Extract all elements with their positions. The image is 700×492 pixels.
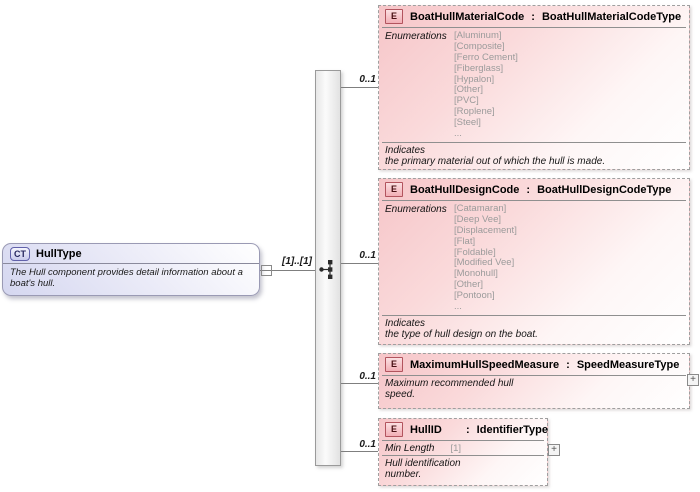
enumeration-value: [Pontoon]: [454, 290, 495, 302]
complex-type-name: HullType: [36, 248, 82, 260]
cardinality-label-element-3: 0..1: [359, 371, 376, 382]
colon-separator: :: [526, 183, 531, 196]
element-box-hullid[interactable]: E HullID : IdentifierType Min Length [1]…: [378, 418, 548, 486]
divider: [382, 455, 544, 456]
expand-toggle-identifier[interactable]: +: [548, 444, 560, 456]
enumerations-label: Enumerations: [385, 204, 447, 215]
sequence-icon: [319, 260, 333, 279]
minlength-facet: Min Length [1]: [379, 441, 547, 455]
element-title-row: E MaximumHullSpeedMeasure : SpeedMeasure…: [379, 354, 689, 375]
connector-line-element-2: [340, 263, 378, 264]
enumeration-value: [Flat]: [454, 235, 476, 247]
enumeration-value: [Foldable]: [454, 246, 496, 258]
element-type: BoatHullDesignCodeType: [537, 183, 672, 196]
annotation-line: Indicates: [385, 317, 426, 329]
complex-type-icon: CT: [10, 247, 30, 261]
annotation-line: the type of hull design on the boat.: [385, 328, 538, 340]
enumeration-value: [Deep Vee]: [454, 213, 502, 225]
enumerations-section: Enumerations [Aluminum] [Composite] [Fer…: [379, 28, 689, 140]
element-icon: E: [385, 9, 403, 24]
enumeration-value: [Catamaran]: [454, 203, 507, 214]
element-annotation: Maximum recommended hull speed.: [379, 376, 689, 400]
enumeration-value: [Monohull]: [454, 268, 498, 280]
minlength-facet-label: Min Length: [385, 443, 435, 454]
enumeration-value: [Other]: [454, 279, 484, 291]
connector-line-root: [260, 270, 315, 271]
divider: [382, 375, 686, 376]
divider: [382, 440, 544, 441]
cardinality-label-element-1: 0..1: [359, 74, 376, 85]
element-name: HullID: [410, 423, 442, 436]
element-annotation: Indicates the type of hull design on the…: [379, 316, 689, 340]
annotation-line: Maximum recommended hull: [385, 378, 514, 389]
element-name: BoatHullMaterialCode: [410, 10, 525, 23]
enumeration-value: [Roplene]: [454, 106, 495, 118]
element-box-boathulldesigncode[interactable]: E BoatHullDesignCode : BoatHullDesignCod…: [378, 178, 690, 345]
enumeration-values: [Catamaran] [Deep Vee] [Displacement] [F…: [454, 203, 517, 313]
cardinality-label-element-4: 0..1: [359, 439, 376, 450]
enumeration-value: [Hypalon]: [454, 73, 495, 85]
enumeration-value: ...: [454, 128, 462, 140]
annotation-line: speed.: [385, 389, 416, 400]
plus-icon: +: [551, 444, 557, 455]
enumeration-value: [Other]: [454, 84, 484, 96]
plus-icon: +: [690, 374, 696, 385]
element-title-row: E BoatHullDesignCode : BoatHullDesignCod…: [379, 179, 689, 200]
divider: [382, 200, 686, 201]
divider: [382, 314, 686, 316]
complex-type-box[interactable]: CT HullType The Hull component provides …: [2, 243, 260, 296]
annotation-line: Indicates: [385, 144, 426, 156]
element-icon: E: [385, 182, 403, 197]
element-type: IdentifierType: [476, 423, 548, 436]
element-annotation: Hull identification number.: [379, 456, 547, 480]
enumeration-values: [Aluminum] [Composite] [Ferro Cement] [F…: [454, 30, 518, 140]
element-title-row: E BoatHullMaterialCode : BoatHullMateria…: [379, 6, 689, 27]
element-type: SpeedMeasureType: [576, 358, 680, 371]
enumeration-value: [Aluminum]: [454, 30, 502, 41]
element-box-boathullmaterialcode[interactable]: E BoatHullMaterialCode : BoatHullMateria…: [378, 5, 690, 170]
element-name: BoatHullDesignCode: [410, 183, 520, 196]
enumerations-section: Enumerations [Catamaran] [Deep Vee] [Dis…: [379, 201, 689, 313]
enumeration-value: [Fiberglass]: [454, 62, 504, 74]
connector-line-element-4: [340, 451, 378, 452]
colon-separator: :: [566, 358, 570, 371]
complex-type-title-row: CT HullType: [3, 244, 259, 264]
complex-type-description: The Hull component provides detail infor…: [10, 267, 243, 289]
divider: [382, 141, 686, 143]
element-type: BoatHullMaterialCodeType: [541, 10, 682, 23]
colon-separator: :: [466, 423, 470, 436]
collapse-toggle[interactable]: [261, 265, 272, 276]
element-box-maximumhullspeedmeasure[interactable]: E MaximumHullSpeedMeasure : SpeedMeasure…: [378, 353, 690, 409]
enumeration-value: [PVC]: [454, 95, 479, 107]
enumerations-label: Enumerations: [385, 31, 447, 42]
element-icon: E: [385, 422, 403, 437]
element-title-row: E HullID : IdentifierType: [379, 419, 548, 440]
enumeration-value: [Modified Vee]: [454, 257, 515, 269]
element-annotation: Indicates the primary material out of wh…: [379, 143, 689, 167]
annotation-line: Hull identification: [385, 458, 461, 469]
element-icon: E: [385, 357, 403, 372]
expand-toggle-speedmeasure[interactable]: +: [687, 374, 699, 386]
cardinality-label-root: [1]..[1]: [282, 256, 312, 267]
annotation-line: the primary material out of which the hu…: [385, 155, 606, 167]
cardinality-label-element-2: 0..1: [359, 250, 376, 261]
enumeration-value: [Steel]: [454, 117, 481, 129]
divider: [382, 27, 686, 28]
enumeration-value: [Ferro Cement]: [454, 51, 518, 63]
enumeration-value: [Displacement]: [454, 224, 517, 236]
connector-line-element-3: [340, 383, 378, 384]
enumeration-value: [Composite]: [454, 40, 505, 52]
element-name: MaximumHullSpeedMeasure: [410, 358, 560, 371]
enumeration-value: ...: [454, 301, 462, 313]
connector-line-element-1: [340, 87, 378, 88]
colon-separator: :: [531, 10, 535, 23]
minlength-facet-value: [1]: [450, 443, 462, 454]
annotation-line: number.: [385, 469, 422, 480]
